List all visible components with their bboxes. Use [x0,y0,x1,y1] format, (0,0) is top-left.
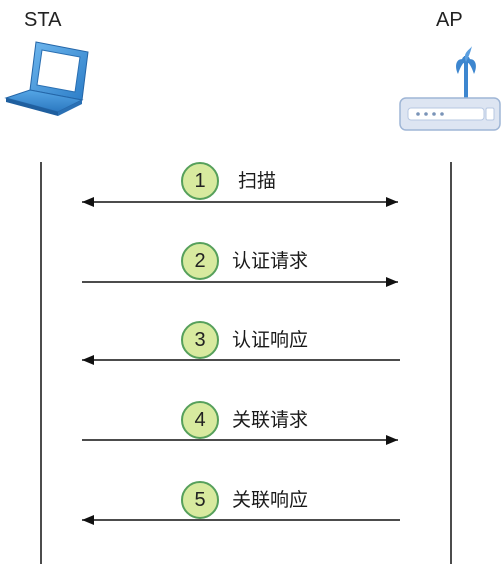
step-4-badge: 4 [181,401,219,439]
step-3-label: 认证响应 [232,329,309,351]
sta-label: STA [24,9,62,31]
wireless-router-icon [399,46,501,131]
step-3-badge: 3 [181,321,219,359]
laptop-icon [4,41,89,116]
step-5-badge: 5 [181,481,219,519]
step-2-badge: 2 [181,242,219,280]
step-4-arrow [82,435,398,445]
step-5-arrow [82,515,400,525]
step-5-label: 关联响应 [232,489,309,511]
step-2-label: 认证请求 [232,250,309,272]
ap-label: AP [436,9,463,31]
step-1-label: 扫描 [238,170,277,192]
step-1-arrow [82,197,398,207]
step-2-arrow [82,277,398,287]
step-1-badge: 1 [181,162,219,200]
step-3-arrow [82,355,400,365]
step-4-label: 关联请求 [232,409,309,431]
